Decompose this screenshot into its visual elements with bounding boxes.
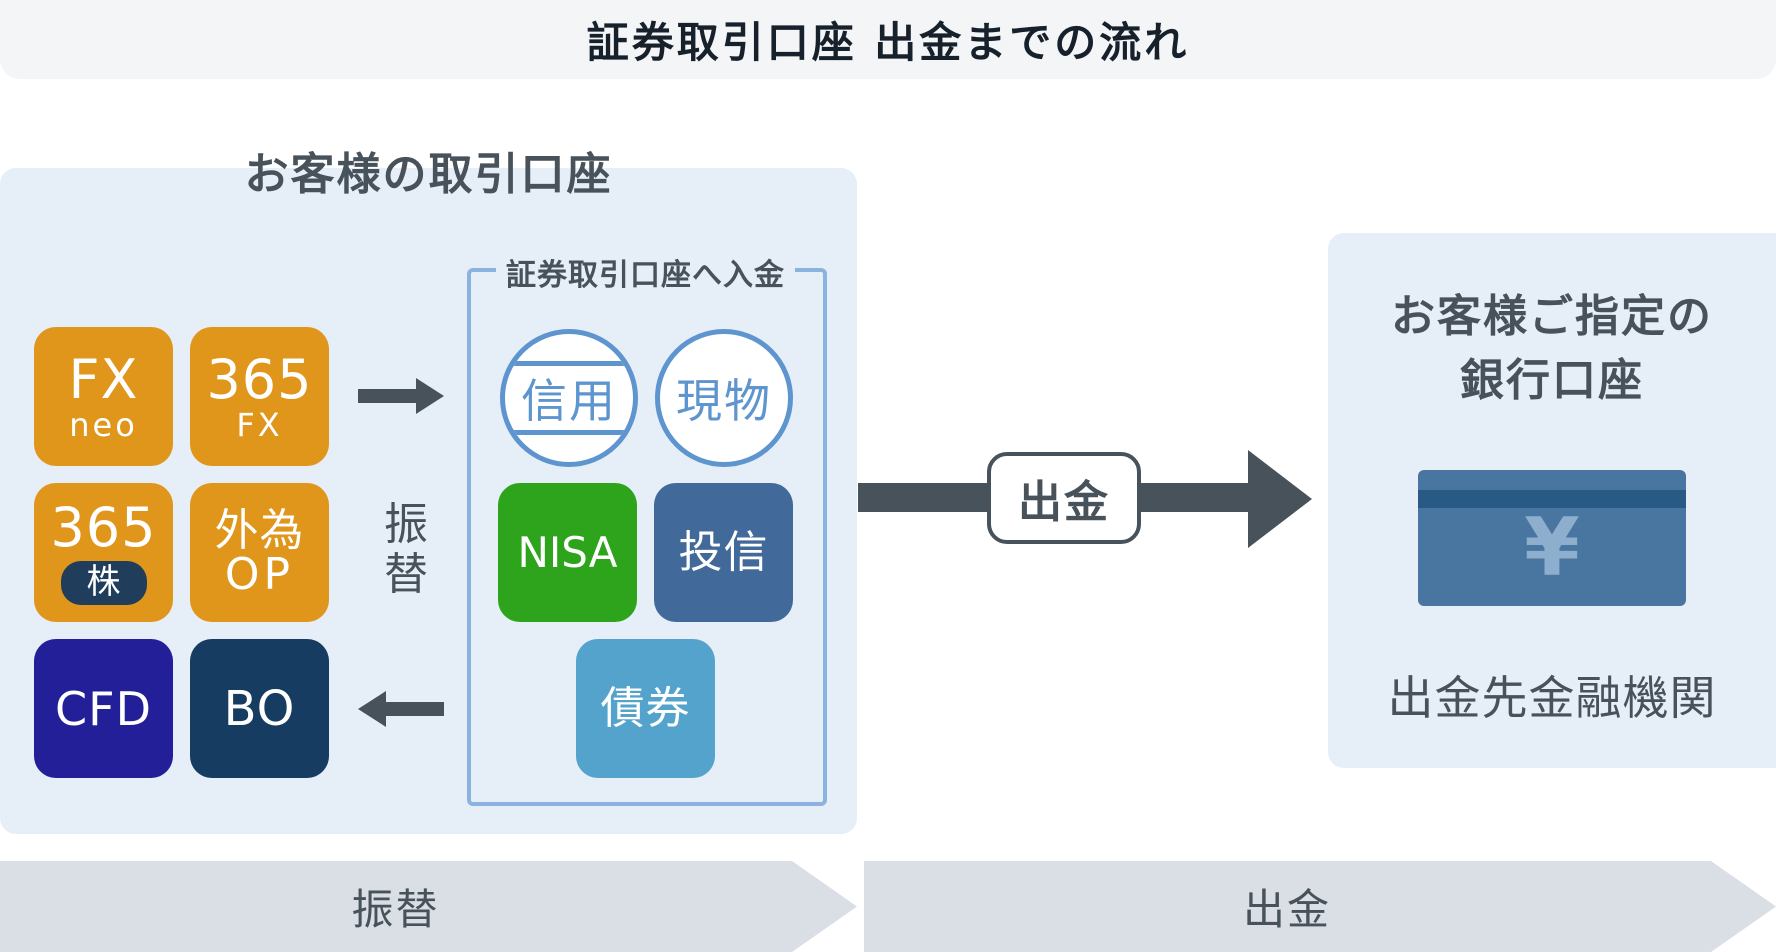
tile-365-kabu: 365 株 (34, 483, 173, 622)
tile-label: 投信 (678, 526, 769, 578)
tile-label: 365 (206, 347, 313, 411)
tile-label: BO (223, 680, 296, 737)
tile-365-fx: 365 FX (190, 327, 329, 466)
transfer-label-char: 替 (384, 549, 428, 600)
step-withdrawal: 出金 (864, 861, 1776, 952)
circle-shinyou: 信用 (500, 329, 638, 467)
tile-label: FX (68, 347, 139, 411)
bank-account-title: お客様ご指定の 銀行口座 (1328, 285, 1776, 413)
circle-label: 現物 (676, 374, 772, 428)
tile-label: NISA (517, 527, 618, 577)
bank-institution-label: 出金先金融機関 (1387, 671, 1717, 725)
transfer-label-char: 振 (384, 499, 428, 550)
tile-sublabel: neo (69, 405, 138, 444)
tile-label: CFD (55, 681, 152, 736)
step-transfer: 振替 (0, 861, 857, 952)
tile-label: 365 (50, 495, 157, 559)
tile-nisa: NISA (498, 483, 637, 622)
deposit-bracket-title: 証券取引口座へ入金 (496, 250, 795, 294)
tile-sublabel: FX (236, 405, 283, 444)
tile-toushin: 投信 (654, 483, 793, 622)
card-stripe (1418, 490, 1686, 508)
page-title: 証券取引口座 出金までの流れ (586, 18, 1190, 67)
tile-gaitame-op: 外為 OP (190, 483, 329, 622)
tile-badge: 株 (60, 560, 147, 605)
circle-label: 信用 (521, 374, 617, 428)
tile-saiken: 債券 (576, 639, 715, 778)
step-label: 振替 (351, 885, 440, 934)
transfer-label: 振 替 (384, 499, 428, 600)
tile-fx-neo: FX neo (34, 327, 173, 466)
title-bar: 証券取引口座 出金までの流れ (0, 0, 1776, 79)
tile-label: 外為 (214, 504, 305, 556)
withdrawal-arrow-head-icon (1248, 450, 1312, 548)
step-label: 出金 (1242, 885, 1331, 934)
tile-cfd: CFD (34, 639, 173, 778)
customer-accounts-title: お客様の取引口座 (244, 149, 613, 200)
tile-label: 債券 (600, 682, 691, 734)
circle-genbutsu: 現物 (655, 329, 793, 467)
tile-bo: BO (190, 639, 329, 778)
right-arrow-icon (358, 378, 444, 414)
withdrawal-label-text: 出金 (1018, 477, 1110, 528)
withdrawal-label: 出金 (987, 452, 1141, 544)
tile-sublabel: OP (224, 548, 295, 600)
left-arrow-icon (358, 691, 444, 727)
bank-card-icon: ¥ (1418, 470, 1686, 606)
bank-account-title-line: お客様ご指定の (1391, 291, 1713, 342)
bank-account-title-line: 銀行口座 (1460, 355, 1644, 406)
yen-icon: ¥ (1524, 501, 1580, 594)
